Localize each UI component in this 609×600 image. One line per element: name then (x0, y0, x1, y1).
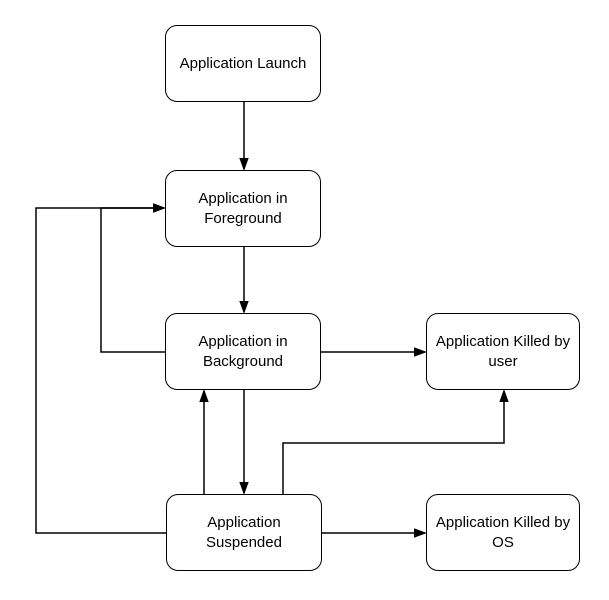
node-application-launch: Application Launch (165, 25, 321, 102)
node-application-killed-by-os-label: Application Killed by OS (435, 514, 571, 551)
node-application-suspended: Application Suspended (166, 494, 322, 571)
edge-background-to-foreground (100, 208, 165, 353)
edge-suspended-to-killed-user (282, 391, 504, 494)
node-application-suspended-label: Application Suspended (206, 514, 282, 551)
node-application-killed-by-user: Application Killed by user (426, 313, 580, 390)
node-application-killed-by-user-label: Application Killed by user (435, 333, 571, 370)
node-application-killed-by-os: Application Killed by OS (426, 494, 580, 571)
node-application-in-foreground-label: Application in Foreground (198, 190, 288, 227)
node-application-launch-label: Application Launch (179, 54, 307, 72)
edge-suspended-to-foreground (35, 208, 166, 534)
node-application-in-background: Application in Background (165, 313, 321, 390)
node-application-in-foreground: Application in Foreground (165, 170, 321, 247)
node-application-in-background-label: Application in Background (198, 333, 288, 370)
